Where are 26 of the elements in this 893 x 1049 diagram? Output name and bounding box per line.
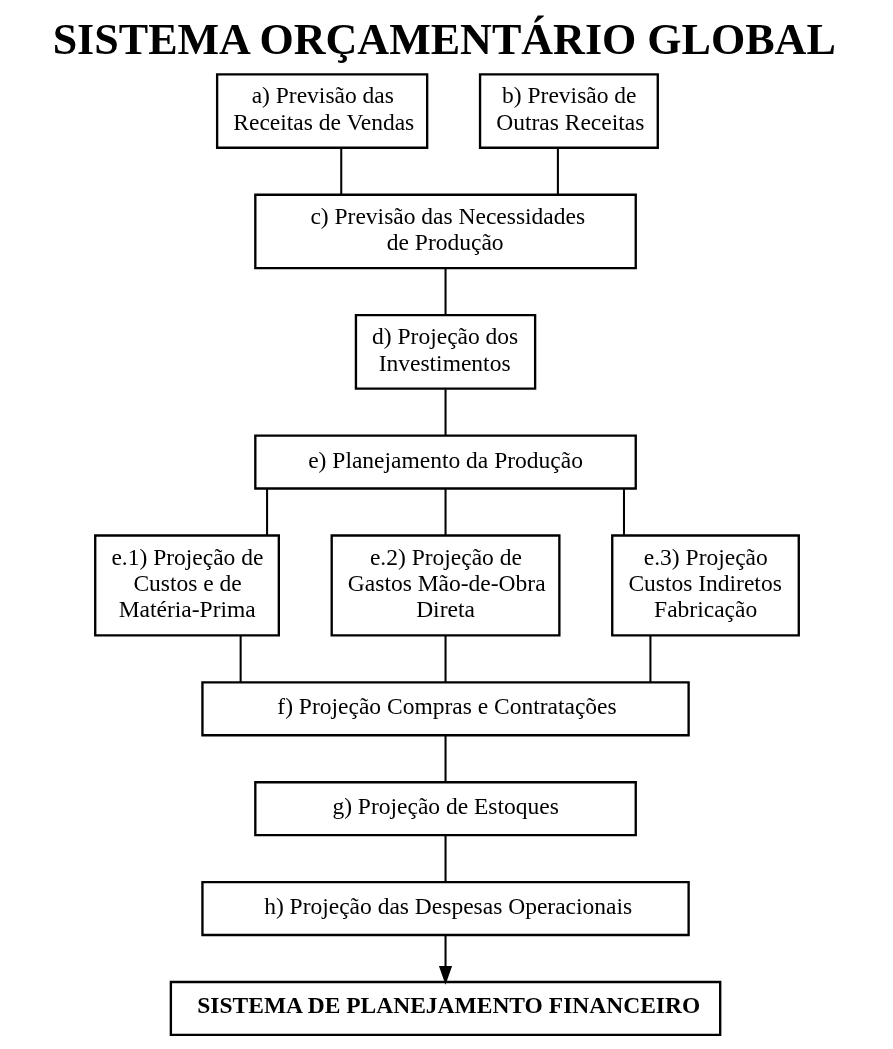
connector [265, 488, 268, 536]
diagram-title: SISTEMA ORÇAMENTÁRIO GLOBAL [52, 14, 836, 64]
node-box: a) Previsão das Receitas de Vendas [215, 73, 428, 149]
connector [239, 635, 242, 683]
connector [648, 635, 651, 683]
connector [444, 268, 447, 315]
connector [339, 147, 342, 195]
node-box: e.3) Projeção Custos Indiretos Fabricação [610, 534, 800, 637]
node-box: e.2) Projeção de Gastos Mão-de-Obra Direta [330, 534, 561, 637]
node-box: SISTEMA DE PLANEJAMENTO FINANCEIRO [169, 980, 721, 1037]
node-box: e) Planejamento da Produção [253, 434, 637, 490]
node-box: d) Projeção dos Investimentos [354, 314, 536, 390]
node-box: h) Projeção das Despesas Operacionais [200, 880, 690, 937]
connector [444, 635, 447, 683]
node-box: f) Projeção Compras e Contratações [200, 681, 690, 737]
connector [556, 147, 559, 195]
connector [622, 488, 625, 536]
node-box: c) Previsão das Necessidades de Produção [253, 193, 637, 270]
node-box: e.1) Projeção de Custos e de Matéria-Prima [93, 534, 280, 637]
connector [444, 835, 447, 882]
arrow [438, 935, 452, 985]
connector [444, 389, 447, 436]
node-box: b) Previsão de Outras Receitas [478, 73, 659, 149]
connector [444, 488, 447, 536]
node-box: g) Projeção de Estoques [253, 781, 637, 837]
connector [444, 735, 447, 782]
